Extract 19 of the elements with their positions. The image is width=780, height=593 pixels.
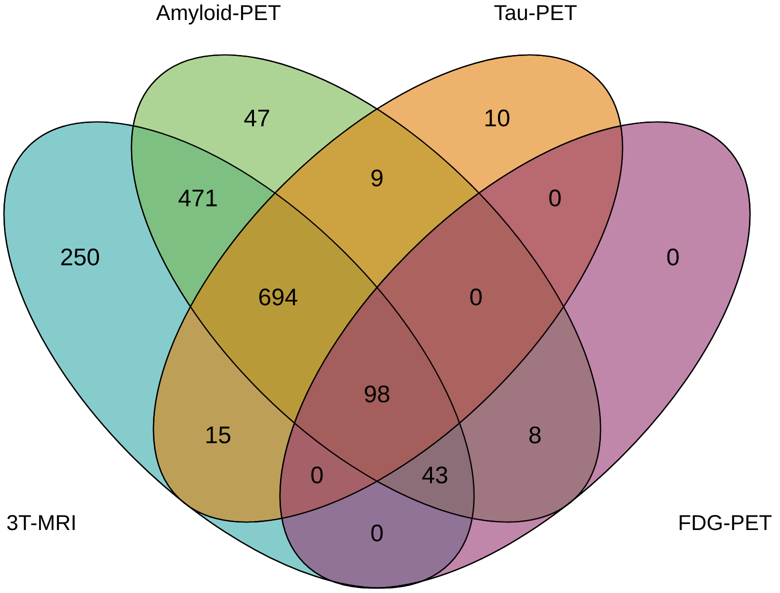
set-label: FDG-PET <box>680 515 772 530</box>
set-label: 3T-MRI <box>7 515 75 530</box>
count-label: 43 <box>422 466 448 484</box>
count-label: 98 <box>364 386 390 402</box>
count-label: 0 <box>311 466 323 484</box>
count-label: 10 <box>486 110 510 126</box>
count-label: 15 <box>206 426 230 444</box>
count-label: 0 <box>667 248 679 266</box>
count-label: 694 <box>259 288 298 306</box>
count-label: 0 <box>371 524 383 542</box>
count-label: 0 <box>549 190 561 206</box>
set-label: Tau-PET <box>494 5 577 20</box>
count-label: 471 <box>178 190 217 206</box>
set-label: Amyloid-PET <box>156 4 280 24</box>
count-label: 9 <box>371 170 383 186</box>
count-label: 0 <box>470 288 482 306</box>
count-label: 250 <box>61 248 99 266</box>
count-label: 8 <box>529 426 541 444</box>
count-label: 47 <box>244 110 270 126</box>
